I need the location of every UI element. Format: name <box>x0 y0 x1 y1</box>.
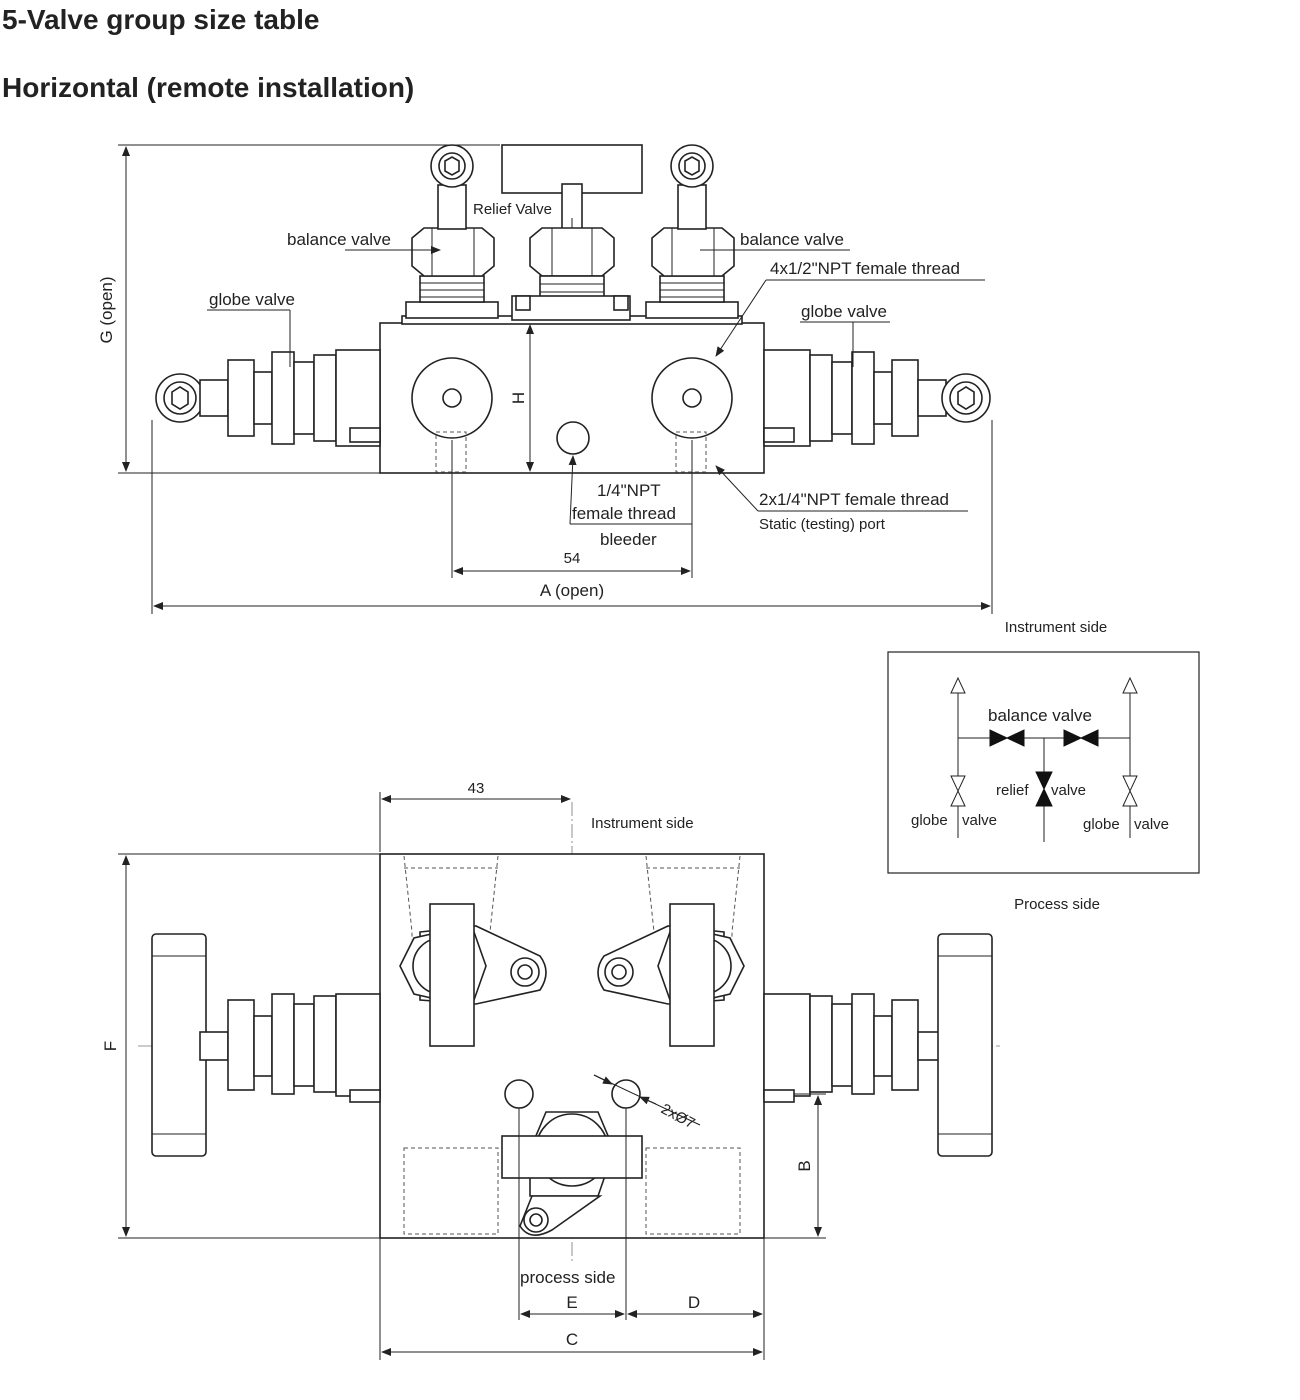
schematic-frame <box>887 651 1200 874</box>
schematic-globe-valve-right <box>1122 775 1138 807</box>
mount-hole-left <box>504 1079 534 1109</box>
label-dim-e: E <box>566 1293 577 1312</box>
left-globe-valve <box>155 349 381 447</box>
schematic-arrow-right <box>1122 676 1138 694</box>
page-subtitle: Horizontal (remote installation) <box>2 72 415 103</box>
label-static-port: Static (testing) port <box>759 516 886 533</box>
bleeder-port <box>556 421 590 455</box>
label-dim-c: C <box>566 1330 578 1349</box>
label-schematic-relief-valve: valve <box>1051 782 1086 799</box>
label-balance-valve-left: balance valve <box>287 230 391 249</box>
valve-schematic: Instrument side <box>887 619 1200 913</box>
label-bleeder: bleeder <box>600 530 657 549</box>
label-schematic-relief: relief <box>996 782 1029 799</box>
label-bleeder-thread-2: female thread <box>572 504 676 523</box>
label-dim-d: D <box>688 1293 700 1312</box>
label-globe-valve-left: globe valve <box>209 290 295 309</box>
right-balance-valve <box>645 144 739 319</box>
label-globe-valve-right: globe valve <box>801 302 887 321</box>
mount-hole-right <box>611 1079 641 1109</box>
label-dim-54: 54 <box>564 550 581 567</box>
right-balance-valve-plan <box>597 903 745 1047</box>
label-thread-4x: 4x1/2"NPT female thread <box>770 259 960 278</box>
schematic-relief-valve <box>1035 771 1053 807</box>
label-dim-h: H <box>509 392 528 404</box>
label-dim-43: 43 <box>468 780 485 797</box>
schematic-balance-valve-right <box>1063 729 1099 747</box>
label-static-thread: 2x1/4"NPT female thread <box>759 490 949 509</box>
schematic-arrow-left <box>950 676 966 694</box>
label-instrument-side: Instrument side <box>591 815 694 832</box>
top-view: Relief Valve balance valve balance valve… <box>97 144 993 614</box>
relief-valve-plan <box>501 1111 643 1236</box>
label-schematic-instrument-side: Instrument side <box>1005 619 1108 636</box>
left-balance-valve <box>405 144 499 319</box>
label-schematic-process-side: Process side <box>1014 896 1100 913</box>
page-title: 5-Valve group size table <box>2 4 320 35</box>
label-dim-f: F <box>101 1041 120 1051</box>
label-schematic-globe-left-2: valve <box>962 812 997 829</box>
schematic-globe-valve-left <box>950 775 966 807</box>
label-schematic-globe-left-1: globe <box>911 812 948 829</box>
label-dim-b: B <box>795 1160 814 1171</box>
label-schematic-balance-valve: balance valve <box>988 706 1092 725</box>
label-balance-valve-right: balance valve <box>740 230 844 249</box>
right-globe-valve-plan <box>763 933 993 1157</box>
label-dim-g: G (open) <box>97 276 116 343</box>
left-globe-valve-plan <box>151 933 381 1157</box>
relief-valve <box>501 144 643 321</box>
label-schematic-globe-right-2: valve <box>1134 816 1169 833</box>
label-schematic-globe-right-1: globe <box>1083 816 1120 833</box>
schematic-balance-valve-left <box>989 729 1025 747</box>
left-balance-valve-plan <box>399 903 547 1047</box>
label-relief-valve: Relief Valve <box>473 201 552 218</box>
label-bleeder-thread-1: 1/4"NPT <box>597 481 661 500</box>
bottom-view: 43 Instrument side F 2xØ7 B process side… <box>101 780 1000 1360</box>
right-globe-valve <box>763 349 991 447</box>
label-process-side: process side <box>520 1268 615 1287</box>
label-dim-a: A (open) <box>540 581 604 600</box>
